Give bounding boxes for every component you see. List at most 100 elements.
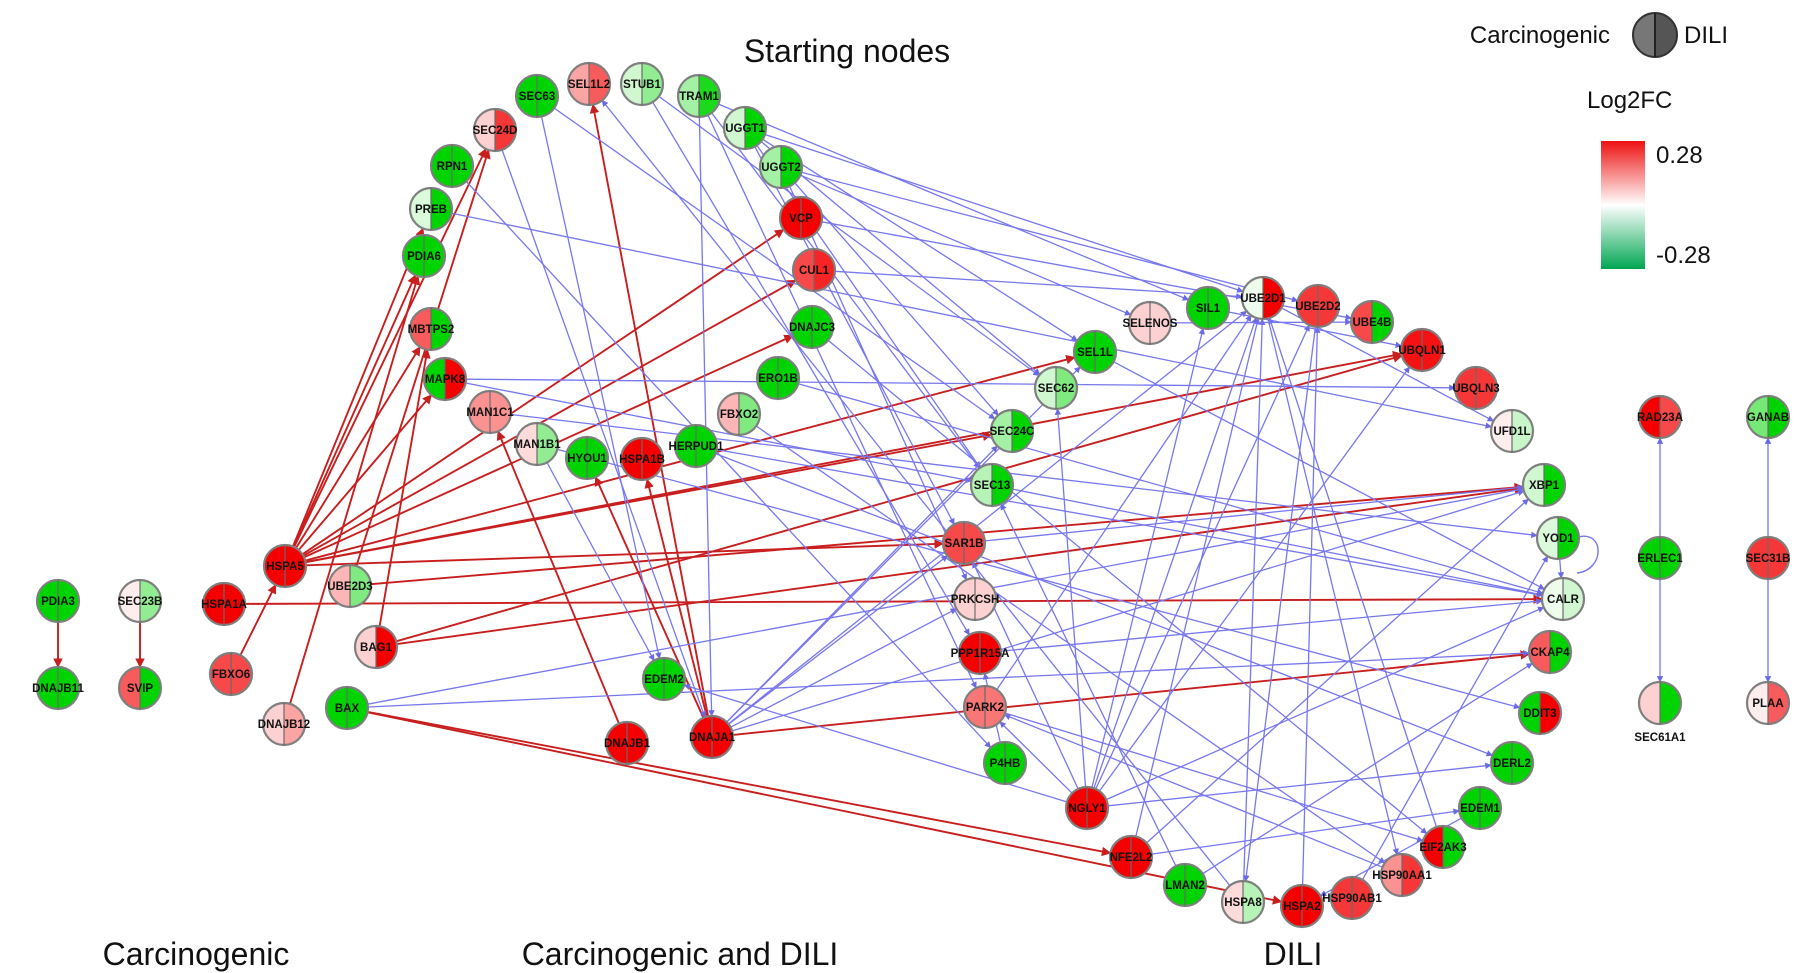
- edge-ngly1-derl2: [1107, 762, 1492, 807]
- node-half-dili: [1512, 742, 1533, 784]
- legend-circle-left-half: [1633, 13, 1655, 57]
- node-sec13: SEC13: [969, 462, 1015, 508]
- node-half-dili: [1302, 885, 1323, 927]
- node-rpn1: RPN1: [429, 143, 475, 189]
- node-fbxo2: FBXO2: [716, 391, 762, 437]
- edge-dnajb1-man1c1: [496, 430, 620, 724]
- node-hyou1: HYOU1: [564, 435, 610, 481]
- node-label: MAN1B1: [513, 439, 561, 451]
- node-sel1l: SEL1L: [1072, 329, 1118, 375]
- node-half-dili: [376, 626, 397, 668]
- node-hspa1b: HSPA1B: [619, 436, 665, 482]
- edge-nfe2l2-xbp1: [1146, 498, 1529, 844]
- node-half-dili: [1243, 881, 1264, 923]
- edge-bax-nfe2l2: [367, 710, 1112, 857]
- node-half-carcinogenic: [329, 565, 350, 607]
- edge-man1b1-edem2: [546, 462, 655, 662]
- node-label: PREB: [415, 204, 447, 216]
- node-hspa2: HSPA2: [1279, 883, 1325, 929]
- node-label: HSPA1B: [619, 454, 665, 466]
- node-label: HYOU1: [567, 453, 607, 465]
- node-half-dili: [781, 146, 802, 188]
- node-half-dili: [699, 75, 720, 117]
- node-label: SEC24C: [990, 426, 1035, 438]
- edge-sel1l-calr: [1113, 361, 1545, 590]
- edge-cul1-ube2d1: [834, 270, 1243, 300]
- node-label: HSPA1A: [201, 599, 247, 611]
- node-half-dili: [140, 580, 161, 622]
- edge-nfe2l2-edem1: [1151, 808, 1460, 855]
- edge-ngly1-ube2d1: [1093, 317, 1258, 789]
- node-label: SEC63: [519, 91, 555, 103]
- edge-hspa2-ube2d2: [1301, 326, 1321, 886]
- node-half-carcinogenic: [516, 75, 537, 117]
- node-half-carcinogenic: [326, 687, 347, 729]
- node-half-dili: [642, 438, 663, 480]
- node-half-carcinogenic: [1222, 881, 1243, 923]
- title-dili: DILI: [1264, 936, 1323, 972]
- node-label: UBE2D1: [1240, 293, 1286, 305]
- edge-dnaja1-ube2d1: [727, 310, 1248, 725]
- edge-uggt2-selenos: [800, 174, 1132, 316]
- node-label: SELENOS: [1123, 318, 1178, 330]
- node-half-dili: [1768, 682, 1789, 724]
- edge-tram1-sec13: [711, 112, 980, 469]
- node-hsp90ab1: HSP90AB1: [1322, 875, 1382, 921]
- node-sec62: SEC62: [1033, 365, 1079, 411]
- node-half-carcinogenic: [1491, 742, 1512, 784]
- node-half-dili: [1131, 836, 1152, 878]
- edge-sec13-calr: [1012, 488, 1544, 597]
- node-half-carcinogenic: [643, 658, 664, 700]
- node-label: HSPA8: [1224, 897, 1262, 909]
- node-pdia3: PDIA3: [35, 578, 81, 624]
- legend-right-label: DILI: [1684, 22, 1728, 49]
- node-half-carcinogenic: [621, 63, 642, 105]
- node-label: HSPA5: [266, 561, 304, 573]
- edge-sec24d-dnaja1: [501, 149, 706, 718]
- node-half-dili: [587, 437, 608, 479]
- node-label: SEL1L2: [568, 79, 610, 91]
- edge-sec63-sec24c: [553, 107, 996, 420]
- node-label: RPN1: [437, 161, 468, 173]
- node-tram1: TRAM1: [676, 73, 722, 119]
- node-label: PPP1R15A: [951, 648, 1010, 660]
- node-half-carcinogenic: [355, 626, 376, 668]
- node-half-carcinogenic: [1164, 864, 1185, 906]
- node-sec61a1: SEC61A1: [1634, 680, 1686, 744]
- node-mapk8: MAPK8: [422, 356, 468, 402]
- node-label: UBE2D3: [327, 581, 372, 593]
- edge-bax-xbp1: [367, 486, 1525, 705]
- node-ufd1l: UFD1L: [1489, 408, 1535, 454]
- node-half-dili: [1768, 396, 1789, 438]
- node-prkcsh: PRKCSH: [951, 576, 1000, 622]
- node-label: HERPUD1: [669, 441, 725, 453]
- edge-mapk8-sec13: [465, 382, 973, 484]
- node-yod1: YOD1: [1535, 515, 1581, 561]
- node-half-dili: [1263, 277, 1284, 319]
- edge-ube2d2-hspa8: [1243, 326, 1317, 882]
- node-label: LMAN2: [1165, 880, 1205, 892]
- edge-nfe2l2-ube2d1: [1135, 317, 1261, 837]
- edge-ube2d1-hsp90aa1: [1267, 318, 1399, 856]
- node-label: RAD23A: [1637, 412, 1683, 424]
- node-label: SIL1: [1196, 303, 1221, 315]
- node-label: ERLEC1: [1637, 553, 1683, 565]
- node-half-carcinogenic: [691, 716, 712, 758]
- edge-self-loop-yod1: [1576, 535, 1599, 574]
- node-label: FBXO2: [720, 409, 758, 421]
- node-label: DNAJB11: [32, 683, 84, 695]
- edge-herpud1-derl2: [715, 452, 1494, 757]
- node-erlec1: ERLEC1: [1637, 535, 1683, 581]
- node-half-carcinogenic: [984, 742, 1005, 784]
- node-half-carcinogenic: [1523, 464, 1544, 506]
- node-half-carcinogenic: [1639, 537, 1660, 579]
- node-half-dili: [1005, 742, 1026, 784]
- node-half-carcinogenic: [210, 653, 231, 695]
- node-half-carcinogenic: [959, 632, 980, 674]
- node-label: PRKCSH: [951, 594, 1000, 606]
- node-label: P4HB: [990, 758, 1021, 770]
- node-derl2: DERL2: [1489, 740, 1535, 786]
- node-half-carcinogenic: [119, 580, 140, 622]
- node-half-carcinogenic: [1537, 517, 1558, 559]
